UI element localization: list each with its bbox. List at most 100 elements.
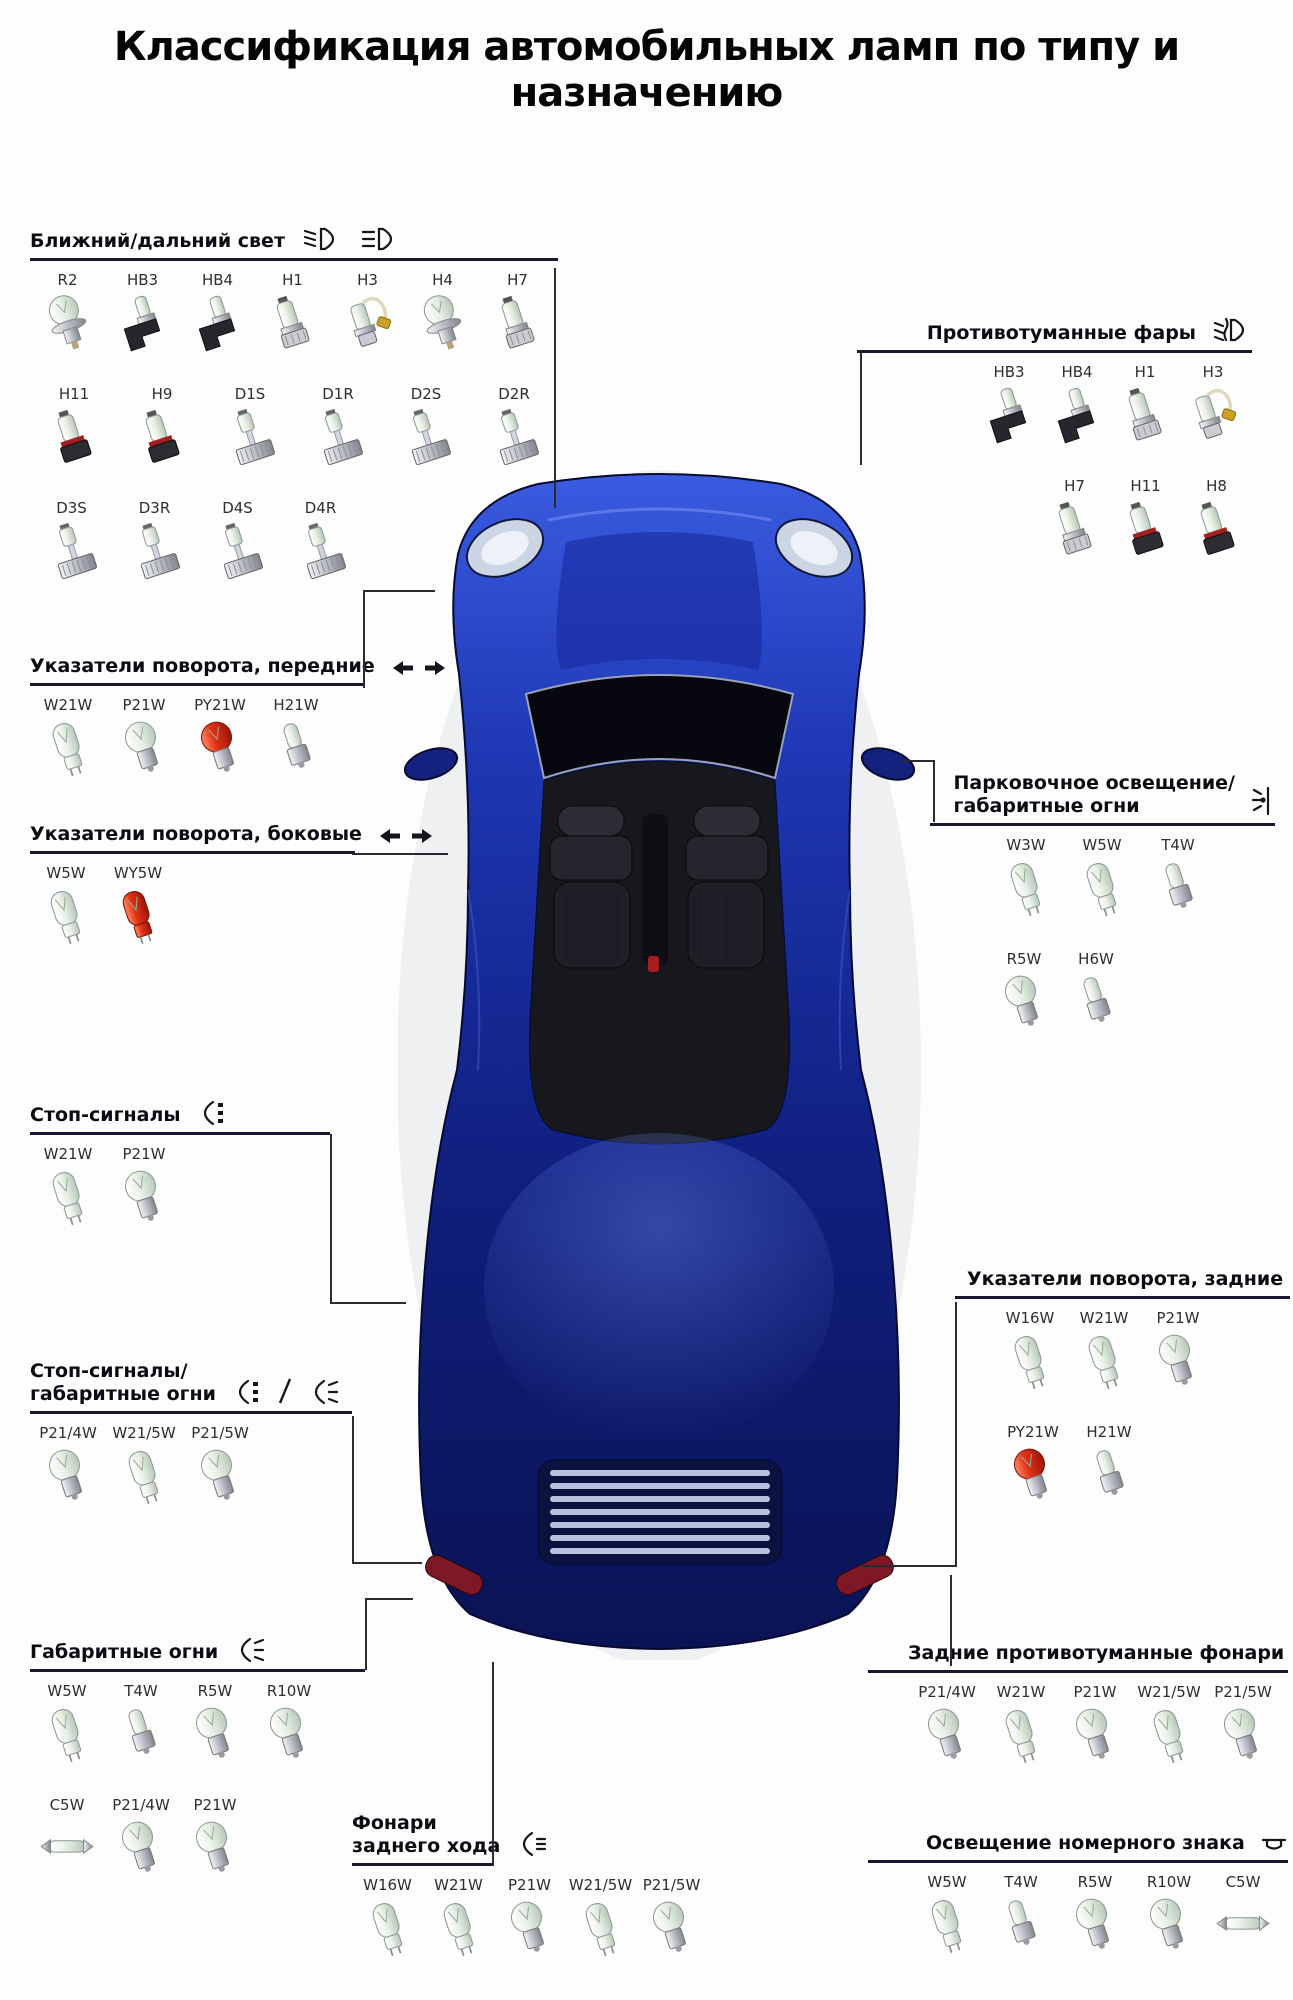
- bulb-ball-illustration: [995, 971, 1053, 1033]
- bulb-ball-illustration: [115, 717, 173, 779]
- lamp-P21/4W: P21/4W: [30, 1424, 106, 1528]
- bulb-halogen-illustration: [1046, 498, 1104, 560]
- lamp-row: H11 H9 D1S D1R D2S D2R: [30, 385, 558, 489]
- bulb-wedge-illustration: [115, 1445, 173, 1507]
- lamp-H11: H11: [30, 385, 118, 489]
- stop-lamp-icon: [197, 1100, 227, 1126]
- lamp-type-label: D2R: [498, 385, 530, 403]
- lamp-type-label: W21W: [434, 1876, 483, 1894]
- lamp-type-label: W16W: [1005, 1309, 1055, 1327]
- section-title: Указатели поворота, задние: [967, 1268, 1284, 1290]
- leader-line: [554, 268, 556, 508]
- lamp-P21/5W: P21/5W: [636, 1876, 707, 1980]
- bulb-tube-illustration: [267, 717, 325, 779]
- bulb-hb-illustration: [1048, 384, 1106, 446]
- bulb-ball-illustration: [191, 717, 249, 779]
- fog-icon: [1212, 316, 1252, 344]
- lamp-type-label: D3S: [56, 499, 87, 517]
- marker-lamp-icon: [308, 1379, 340, 1405]
- lamp-type-label: H4: [432, 271, 453, 289]
- lamp-R5W: R5W: [988, 950, 1060, 1054]
- header-underline: [30, 851, 355, 854]
- lamp-row: W5W WY5W: [30, 864, 355, 968]
- bulb-tube-illustration: [992, 1894, 1050, 1956]
- section-title: Освещение номерного знака: [926, 1832, 1245, 1854]
- lamp-type-label: PY21W: [1007, 1423, 1059, 1441]
- lamp-W16W: W16W: [352, 1876, 423, 1980]
- lamp-type-label: R5W: [1006, 950, 1042, 968]
- lamp-P21W: P21W: [106, 1145, 182, 1249]
- lamp-P21W: P21W: [106, 696, 182, 800]
- lamp-type-label: W21W: [996, 1683, 1046, 1701]
- bulb-wedge-illustration: [39, 1166, 97, 1228]
- bulb-wedge-illustration: [430, 1897, 488, 1959]
- lamp-type-label: W21W: [1079, 1309, 1129, 1327]
- header-underline: [955, 1296, 1290, 1299]
- lamp-HB3: HB3: [105, 271, 180, 375]
- lamp-D1S: D1S: [206, 385, 294, 489]
- bulb-wedge-illustration: [1140, 1704, 1198, 1766]
- lamp-type-label: H3: [357, 271, 378, 289]
- leader-line: [933, 760, 935, 822]
- lamp-C5W: C5W: [1206, 1873, 1280, 1977]
- marker-lamp-icon: [234, 1637, 266, 1663]
- bulb-ball-illustration: [186, 1703, 244, 1765]
- lamp-type-label: C5W: [49, 1796, 85, 1814]
- turn-arrows-icon: [391, 659, 447, 677]
- lamp-H1: H1: [1111, 363, 1179, 467]
- bulb-wedge-illustration: [1073, 857, 1131, 919]
- lamp-P21W: P21W: [1058, 1683, 1132, 1787]
- lamp-W5W: W5W: [30, 864, 102, 968]
- lamp-row: W21W P21W PY21W H21W: [30, 696, 365, 800]
- lamp-H3: H3: [1179, 363, 1247, 467]
- bulb-r2-illustration: [39, 292, 97, 354]
- bulb-ball-illustration: [186, 1817, 244, 1879]
- section-header: Парковочное освещение/габаритные огни: [930, 772, 1275, 818]
- section-header: Ближний/дальний свет: [30, 226, 558, 253]
- lamp-type-label: W21W: [43, 696, 93, 714]
- lamp-row: C5W P21/4W P21W: [30, 1796, 365, 1900]
- bulb-hblock-illustration: [133, 406, 191, 468]
- lamp-type-label: H8: [1206, 477, 1227, 495]
- lamp-type-label: D2S: [410, 385, 442, 403]
- bulb-hid-illustration: [485, 406, 543, 468]
- header-underline: [30, 258, 558, 261]
- lamp-R10W: R10W: [1132, 1873, 1206, 1977]
- lamp-P21/5W: P21/5W: [1206, 1683, 1280, 1787]
- section-title: Указатели поворота, боковые: [30, 823, 362, 845]
- section-header: Стоп-сигналы: [30, 1100, 330, 1127]
- lamp-row: R5W H6W: [930, 950, 1275, 1054]
- bulb-hid-illustration: [292, 520, 350, 582]
- lamp-type-label: W21/5W: [568, 1876, 633, 1894]
- section-title: Фонари: [352, 1812, 437, 1834]
- header-underline: [868, 1860, 1288, 1863]
- lamp-PY21W: PY21W: [182, 696, 258, 800]
- lamp-type-label: P21W: [193, 1796, 237, 1814]
- bulb-hid-illustration: [43, 520, 101, 582]
- lamp-H9: H9: [118, 385, 206, 489]
- page-title: Классификация автомобильных ламп по типу…: [113, 24, 1180, 116]
- bulb-wedge-illustration: [1001, 1330, 1059, 1392]
- lamp-W21/5W: W21/5W: [565, 1876, 636, 1980]
- lamp-row: W16W W21W P21W: [955, 1309, 1290, 1413]
- header-underline: [930, 823, 1275, 826]
- section-title: Задние противотуманные фонари: [908, 1642, 1285, 1664]
- lamp-type-label: H9: [151, 385, 173, 403]
- bulb-ball-illustration: [191, 1445, 249, 1507]
- lamp-W21/5W: W21/5W: [106, 1424, 182, 1528]
- bulb-ball-illustration: [1066, 1704, 1124, 1766]
- lamp-W21/5W: W21/5W: [1132, 1683, 1206, 1787]
- header-underline: [30, 683, 365, 686]
- lamp-HB3: HB3: [975, 363, 1043, 467]
- bulb-loop-illustration: [339, 292, 397, 354]
- lamp-P21W: P21W: [1141, 1309, 1215, 1413]
- bulb-halogen-illustration: [264, 292, 322, 354]
- section-header: Габаритные огни: [30, 1637, 365, 1664]
- leader-line: [352, 1416, 354, 1564]
- lamp-type-label: D4R: [304, 499, 337, 517]
